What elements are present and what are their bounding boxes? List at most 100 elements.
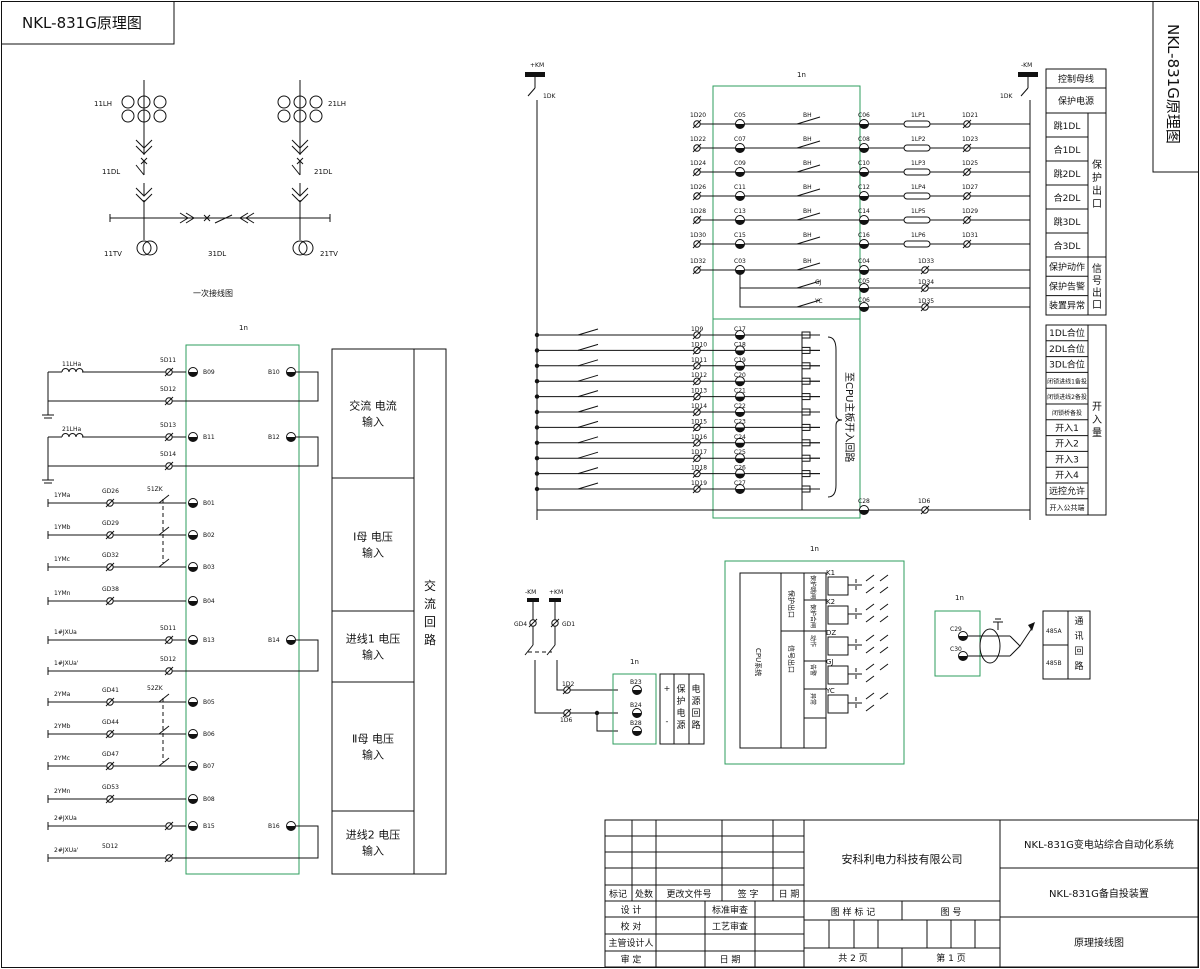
disconnect-symbol bbox=[179, 212, 195, 224]
wire bbox=[534, 660, 618, 714]
wire bbox=[186, 371, 319, 402]
pin-label: B01 bbox=[203, 500, 215, 507]
terminal-fill bbox=[735, 427, 745, 432]
fuse-slash bbox=[164, 367, 174, 377]
pin-label: B10 bbox=[268, 369, 280, 376]
terminal-fill bbox=[188, 734, 198, 739]
ct-winding bbox=[75, 368, 84, 373]
switch-blade bbox=[158, 494, 170, 504]
cpu-group-label: 保护出口 bbox=[787, 590, 796, 618]
cpu-output-label: 保护合闸 bbox=[809, 604, 817, 628]
terminal-label: 1D25 bbox=[962, 160, 978, 167]
terminal-label: 1D6 bbox=[918, 498, 930, 505]
terminal-fill bbox=[735, 196, 745, 201]
rev-header: 签 字 bbox=[738, 888, 759, 900]
relay-contact bbox=[865, 603, 875, 611]
role-label: 标准审查 bbox=[712, 904, 748, 916]
terminal-fill bbox=[188, 702, 198, 707]
pressing-plate bbox=[903, 144, 931, 152]
wire bbox=[739, 270, 1030, 308]
pin-label: C11 bbox=[734, 184, 746, 191]
fuse-slash bbox=[164, 396, 174, 406]
input-contact bbox=[577, 374, 599, 382]
terminal-fill bbox=[632, 690, 642, 695]
terminal-fill bbox=[735, 244, 745, 249]
lead-label: 1YMn bbox=[54, 590, 71, 597]
terminal-label: 1D13 bbox=[691, 388, 707, 395]
fuse-slash bbox=[962, 143, 972, 153]
side-title: NKL-831G原理图 bbox=[1164, 24, 1182, 144]
fuse-label: 1DK bbox=[543, 93, 556, 100]
terminal-label: GD38 bbox=[102, 586, 119, 593]
terminal-fill bbox=[859, 307, 869, 312]
pin-label: C05 bbox=[734, 112, 746, 119]
switch-blade bbox=[158, 693, 170, 703]
legend-item: 闭锁进线1备投 bbox=[1047, 377, 1087, 385]
fuse-slash bbox=[692, 239, 702, 249]
ct-coil bbox=[309, 109, 323, 123]
legend-group: 开入量 bbox=[1092, 402, 1102, 439]
legend-item: 跳1DL bbox=[1054, 120, 1081, 132]
plate-label: 1LP1 bbox=[911, 112, 926, 119]
fuse-slash bbox=[692, 167, 702, 177]
ct-coil bbox=[277, 95, 291, 109]
role-label: 设 计 bbox=[621, 904, 642, 916]
power-label: 保护电源 bbox=[676, 683, 685, 731]
input-contact bbox=[577, 405, 599, 413]
comm-box-1n bbox=[934, 610, 981, 677]
terminal-fill bbox=[859, 172, 869, 177]
bus-label: -KM bbox=[1021, 62, 1032, 69]
sheet-header: 图 样 标 记 bbox=[831, 906, 876, 918]
power-label-box bbox=[659, 673, 705, 745]
pin-label: C07 bbox=[734, 136, 746, 143]
terminal-fill bbox=[188, 437, 198, 442]
fuse-slash bbox=[692, 191, 702, 201]
cpu-output-label: 告警 bbox=[809, 664, 817, 676]
lead-label: 2YMn bbox=[54, 788, 71, 795]
terminal-label: GD53 bbox=[102, 784, 119, 791]
ct-winding bbox=[75, 433, 84, 438]
terminal-label: 1D11 bbox=[691, 357, 707, 364]
ct-coil bbox=[153, 95, 167, 109]
legend-item: 合2DL bbox=[1054, 192, 1081, 204]
relay-contact bbox=[865, 574, 875, 582]
legend-item: 跳3DL bbox=[1054, 216, 1081, 228]
relay-contact bbox=[865, 663, 875, 671]
lead-label: 1#JXUa bbox=[54, 629, 77, 636]
pin-label: C17 bbox=[734, 326, 746, 333]
legend-item: 保护动作 bbox=[1049, 261, 1085, 273]
terminal-fill bbox=[188, 766, 198, 771]
relay-label: K2 bbox=[826, 598, 835, 606]
contact bbox=[796, 116, 821, 125]
terminal-fill bbox=[958, 636, 968, 641]
pin-label: B05 bbox=[203, 699, 215, 706]
junction-dot bbox=[534, 379, 540, 384]
pin-label: B28 bbox=[630, 720, 642, 727]
pin-label: B09 bbox=[203, 369, 215, 376]
antenna-tip bbox=[1028, 622, 1035, 631]
terminal-fill bbox=[735, 124, 745, 129]
contact bbox=[796, 212, 821, 221]
relay-box-1n bbox=[185, 344, 300, 875]
pin-label: B24 bbox=[630, 702, 642, 709]
comm-label: 通讯回路 bbox=[1074, 616, 1083, 672]
relay-box-1n bbox=[712, 318, 861, 519]
relay-label: K1 bbox=[826, 569, 835, 577]
fuse-slash bbox=[920, 283, 930, 293]
fuse-label: GD1 bbox=[562, 621, 575, 628]
fuse-switch bbox=[524, 644, 534, 656]
fuse-slash bbox=[105, 498, 115, 508]
junction-dot bbox=[534, 348, 540, 353]
relay-coil bbox=[827, 694, 849, 714]
terminal-label: GD26 bbox=[102, 488, 119, 495]
breaker-cross bbox=[203, 214, 211, 222]
ct-label: 21LH bbox=[328, 100, 346, 108]
terminal-fill bbox=[735, 442, 745, 448]
junction-dot bbox=[534, 363, 540, 368]
terminal-label: 1D17 bbox=[691, 449, 707, 456]
role-label: 日 期 bbox=[720, 955, 741, 966]
relay-contact bbox=[865, 646, 875, 654]
terminal-label: 1D28 bbox=[690, 208, 706, 215]
